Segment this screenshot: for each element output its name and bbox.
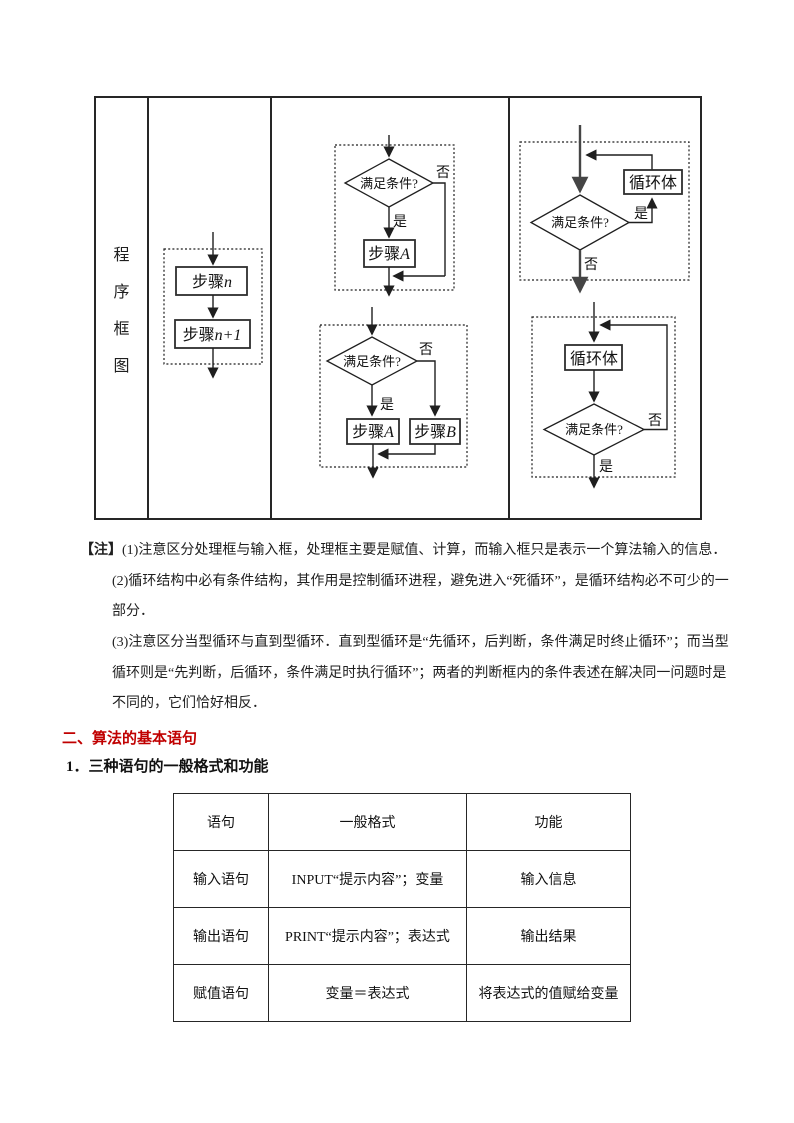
table-cell: PRINT“提示内容”；表达式 [269, 908, 467, 965]
table-cell: INPUT“提示内容”；变量 [269, 851, 467, 908]
process-box [409, 418, 461, 445]
dashed-boundary [519, 141, 690, 281]
row-header-program-flowchart: 程 序 框 图 [96, 98, 147, 518]
dashed-boundary [531, 316, 676, 478]
no-label: 否 [436, 166, 450, 181]
note-line: (3)注意区分当型循环与直到型循环．直到型循环是“先循环，后判断，条件满足时终止… [112, 635, 729, 650]
loop-body-label: 循环体 [570, 350, 618, 368]
no-label: 否 [419, 343, 433, 358]
table-header-cell: 语句 [174, 794, 269, 851]
process-box-label: 步骤A [352, 423, 394, 441]
table-header-cell: 功能 [467, 794, 631, 851]
yes-label: 是 [393, 215, 407, 230]
note-line: (2)循环结构中必有条件结构，其作用是控制循环进程，避免进入“死循环”，是循环结… [112, 574, 729, 589]
table-cell: 输出结果 [467, 908, 631, 965]
table-cell: 输入语句 [174, 851, 269, 908]
decision-label: 满足条件? [551, 215, 609, 230]
table-cell: 赋值语句 [174, 965, 269, 1022]
decision-label: 满足条件? [565, 422, 623, 437]
loop-back-line [585, 149, 653, 170]
conditional-two-branch: 满足条件? 否 是 步骤A 步骤B [319, 307, 468, 479]
loop-structure-flowcharts: 循环体 满足条件? 是 否 循环体 满足条件? [519, 125, 690, 489]
note-line: 【注】(1)注意区分处理框与输入框，处理框主要是赋值、计算，而输入框只是表示一个… [80, 541, 726, 561]
note-text: (1)注意区分处理框与输入框，处理框主要是赋值、计算，而输入框只是表示一个算法输… [122, 543, 727, 558]
note-line: 不同的，它们恰好相反． [112, 696, 266, 711]
process-box-label: 步骤n+1 [183, 326, 242, 344]
section-subheading: 1．三种语句的一般格式和功能 [66, 759, 269, 775]
loop-until-type: 循环体 满足条件? 否 是 [531, 302, 676, 489]
sequence-structure-flowchart: 步骤n 步骤n+1 [163, 232, 263, 379]
yes-label: 是 [380, 398, 394, 413]
no-label: 否 [648, 414, 662, 429]
no-branch-line [433, 182, 446, 276]
no-branch-line [417, 360, 441, 417]
note-tag: 【注】 [80, 543, 122, 558]
no-label: 否 [584, 258, 598, 273]
process-box-label: 步骤A [368, 245, 410, 263]
table-cell: 输入信息 [467, 851, 631, 908]
process-box [175, 266, 248, 296]
row-header-char: 序 [113, 284, 130, 301]
conditional-structure-flowcharts: 满足条件? 否 是 步骤A 满足条件? 否 [319, 135, 468, 479]
flowchart-table: 程 序 框 图 步骤n 步骤n+1 [94, 96, 702, 520]
loop-body-box [623, 169, 683, 195]
note-line: 循环则是“先判断，后循环，条件满足时执行循环”；两者的判断框内的条件表述在解决同… [112, 666, 727, 681]
decision-label: 满足条件? [360, 176, 418, 191]
section-heading: 二、算法的基本语句 [62, 731, 198, 747]
yes-label: 是 [634, 207, 648, 222]
note-line: 部分． [112, 604, 154, 619]
loop-back-line [599, 319, 668, 431]
table-cell: 输出语句 [174, 908, 269, 965]
join-arrow [377, 444, 436, 460]
cell-loop-structure: 循环体 满足条件? 是 否 循环体 满足条件? [508, 98, 698, 518]
loop-body-label: 循环体 [629, 174, 677, 192]
row-header-char: 框 [113, 321, 130, 338]
row-header-char: 图 [113, 358, 130, 375]
process-box [346, 418, 400, 445]
table-header-cell: 一般格式 [269, 794, 467, 851]
decision-label: 满足条件? [343, 354, 401, 369]
process-box-label: 步骤B [414, 423, 456, 441]
row-header-char: 程 [113, 247, 130, 264]
process-box-label: 步骤n [192, 273, 232, 291]
yes-branch-line [629, 197, 658, 224]
cell-sequence-structure: 步骤n 步骤n+1 [147, 98, 270, 518]
table-cell: 将表达式的值赋给变量 [467, 965, 631, 1022]
loop-while-type: 循环体 满足条件? 是 否 [519, 125, 690, 294]
yes-label: 是 [599, 460, 613, 475]
dashed-boundary [319, 324, 468, 468]
conditional-single-branch: 满足条件? 否 是 步骤A [334, 135, 455, 297]
table-cell: 变量＝表达式 [269, 965, 467, 1022]
statements-table: 语句 一般格式 功能 输入语句 INPUT“提示内容”；变量 输入信息 输出语句… [173, 793, 631, 1022]
cell-conditional-structure: 满足条件? 否 是 步骤A 满足条件? 否 [270, 98, 508, 518]
